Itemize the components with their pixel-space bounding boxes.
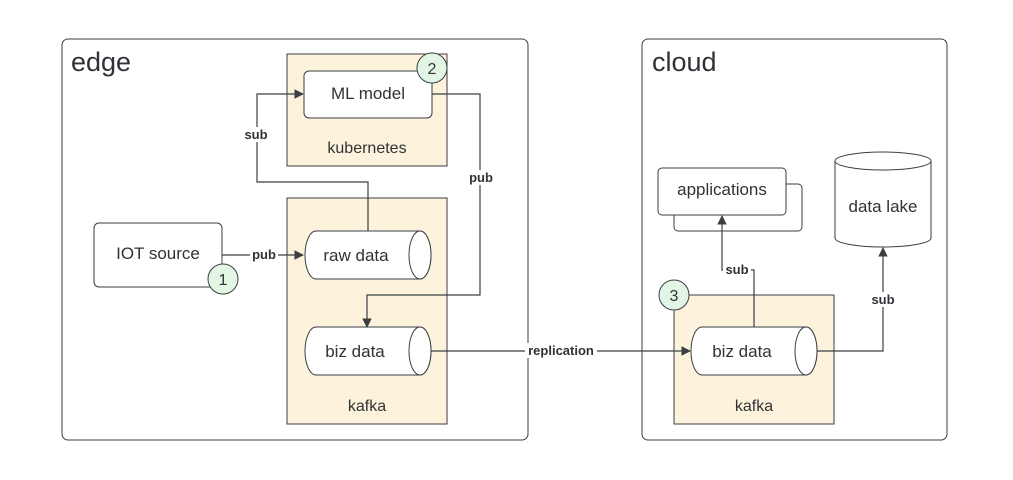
badge-2-text: 2 [428,61,437,78]
edge-label-apps-sub: sub [725,262,748,277]
edge-label-lake-sub: sub [871,292,894,307]
badge-2: 2 [416,52,448,84]
edge-label-replication: replication [528,343,594,358]
biz-data-edge-label: biz data [325,342,385,361]
data-lake-node [834,151,932,248]
iot-source-label: IOT source [116,244,200,263]
badge-1: 1 [207,263,239,295]
ml-model-label: ML model [331,84,405,103]
raw-data-label: raw data [323,246,389,265]
edge-raw-data-to-ml-model [256,89,369,231]
badge-1-text: 1 [219,272,228,289]
data-lake-label: data lake [849,197,918,216]
cloud-kafka-label: kafka [735,398,773,415]
edge-biz-data-to-data-lake [817,247,888,352]
biz-data-cloud-node [690,326,818,376]
cloud-zone-title: cloud [652,47,717,77]
edge-zone-title: edge [71,47,131,77]
raw-data-node [304,230,432,280]
biz-data-edge-node [304,326,432,376]
edge-kafka-label: kafka [348,398,386,415]
applications-label: applications [677,180,767,199]
applications-node [657,167,803,232]
edge-label-iot-pub: pub [252,247,276,262]
edge-label-raw-sub: sub [244,127,267,142]
badge-3: 3 [658,279,690,311]
edge-ml-model-to-biz-data [362,93,481,328]
badge-3-text: 3 [670,288,679,305]
biz-data-cloud-label: biz data [712,342,772,361]
edge-label-ml-pub: pub [469,170,493,185]
kubernetes-label: kubernetes [327,140,406,157]
